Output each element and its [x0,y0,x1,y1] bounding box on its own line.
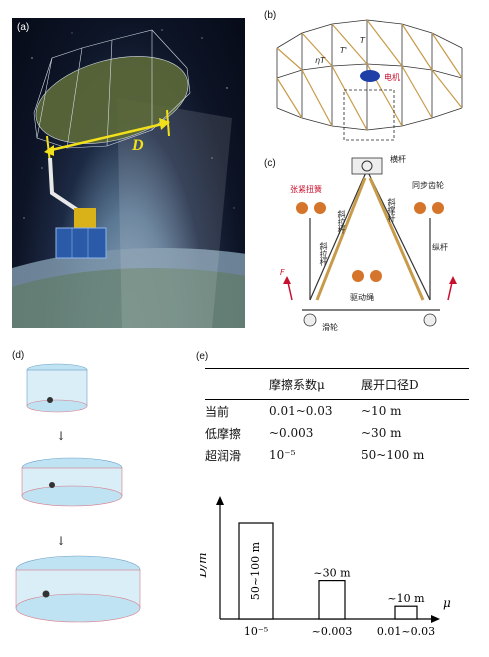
bar [318,579,346,620]
x-tick-label: 0.01~0.03 [377,625,435,638]
table-cell: ~30 m [361,426,402,440]
bar-data-label: ~10 m [387,592,425,605]
y-axis-arrow [216,496,224,505]
panel-a-satellite-image: (a) D [12,18,245,328]
panel-d-label: (d) [12,350,25,361]
satellite-illustration: D [12,29,245,328]
d-arrow [46,121,168,153]
hinge-mechanism-drawing [283,157,457,327]
table-row: 低摩擦 ~0.003 ~30 m [205,422,469,444]
table-cell: ~10 m [361,404,402,418]
stage-stowed [26,363,88,413]
y-axis-label: D/m [200,552,209,578]
x-axis-arrow [431,615,440,623]
t-prime-label: T' [340,46,348,55]
diag-link-label-left: 斜拉杆 [337,210,346,234]
table-cell: ~0.003 [269,426,314,440]
table-header [205,368,269,400]
diag-link-label-right: 斜拉杆 [319,242,328,266]
friction-aperture-table: 摩擦系数μ 展开口径D 当前 0.01~0.03 ~10 m 低摩擦 ~0.00… [205,368,469,466]
table-cell: 0.01~0.03 [269,404,333,418]
crossbar-label: 横杆 [390,155,406,164]
bar-data-label: 50~100 m [249,541,262,600]
table-cell: 低摩擦 [205,426,242,441]
motor-icon [360,70,380,82]
panel-b-label: (b) [264,10,277,21]
pulley-label: 滑轮 [322,323,338,332]
table-cell: 50~100 m [361,448,425,462]
panel-b-truss-diagram: (b) ηT T' T 电机 [262,8,478,148]
spring-label: 张紧扭簧 [290,185,322,194]
svg-text:↓: ↓ [56,429,66,443]
panel-e-label: (e) [196,351,209,362]
drive-rope-label: 驱动绳 [350,293,374,302]
motor-label: 电机 [384,73,400,82]
eta-t-label: ηT [315,56,325,65]
table-cell: 当前 [205,404,230,419]
t-label: T [360,36,365,45]
bar-data-label: ~30 m [313,567,351,580]
d-label: D [131,137,144,154]
force-label: F [280,268,285,277]
table-row: 当前 0.01~0.03 ~10 m [205,400,469,423]
table-header: 摩擦系数μ [269,368,361,400]
diag-rod-label: 斜撑杆 [387,198,396,222]
table-row: 超润滑 10⁻⁵ 50~100 m [205,444,469,466]
stage-partial [21,457,123,507]
truss-ring-drawing [276,19,463,141]
x-axis-label: μ [443,596,451,610]
aperture-bar-chart: D/m μ 50~100 m 10⁻⁵ ~30 m ~0.003 ~10 m 0.01~0… [200,496,451,638]
sync-gear-label: 同步齿轮 [412,181,444,190]
bars-group: 50~100 m 10⁻⁵ ~30 m ~0.003 ~10 m 0.01~0.03 [238,522,435,638]
panel-d-deployment-sequence: (d) ↓ ↓ [12,350,152,642]
x-tick-label: ~0.003 [312,625,353,638]
panel-c-mechanism-diagram: (c) 横杆 张紧扭簧 同步齿轮 斜拉杆 斜撑杆 斜拉杆 纵杆 [262,150,478,332]
panel-c-label: (c) [264,158,276,169]
table-header-row: 摩擦系数μ 展开口径D [205,368,469,400]
bar [394,605,418,620]
table-cell: 10⁻⁵ [269,448,296,462]
stage-deployed [15,555,141,623]
table-cell: 超润滑 [205,448,242,463]
x-tick-label: 10⁻⁵ [244,625,268,638]
detail-box [343,89,395,141]
panel-a-label: (a) [17,22,30,33]
vertical-rod-label: 纵杆 [432,243,448,252]
svg-text:↓: ↓ [56,534,66,548]
table-header: 展开口径D [361,368,469,400]
deployment-drawing: ↓ ↓ [15,363,141,623]
bar [238,522,274,620]
